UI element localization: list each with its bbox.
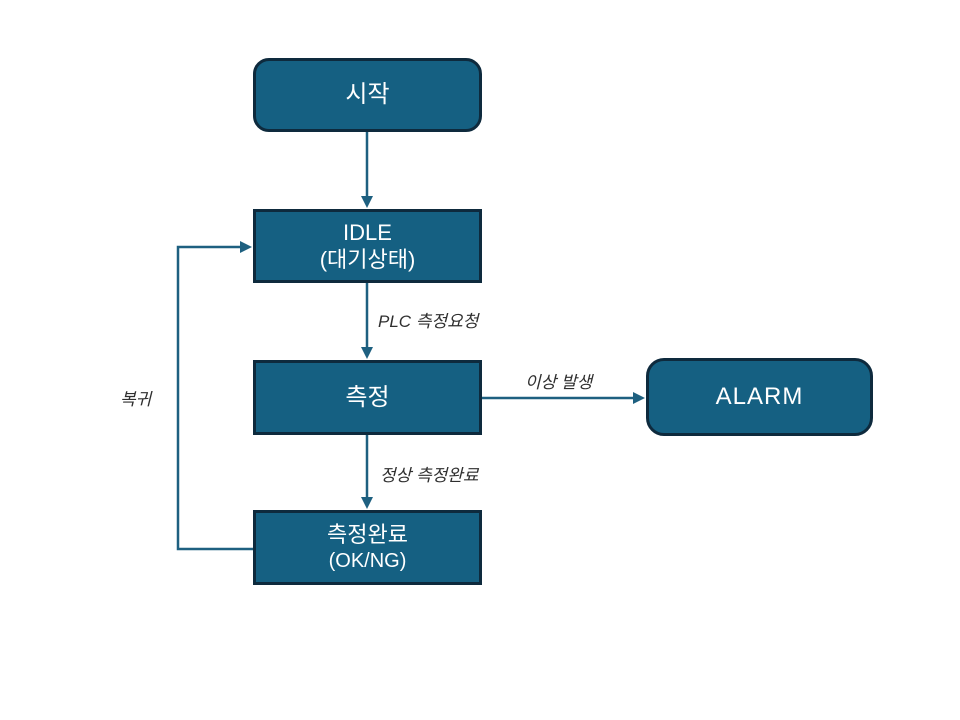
edge-label-normal-complete: 정상 측정완료 (380, 466, 479, 485)
node-done-label: 측정완료 (327, 522, 408, 548)
node-start-label: 시작 (345, 81, 390, 108)
node-alarm: ALARM (646, 358, 873, 436)
arrowhead-measure-to-alarm (633, 392, 645, 404)
node-start: 시작 (253, 58, 482, 132)
node-idle: IDLE (대기상태) (253, 209, 482, 283)
edge-label-plc-request: PLC 측정요청 (378, 312, 479, 331)
arrow-done-to-idle-loop (176, 245, 253, 551)
arrowhead-idle-to-measure (361, 347, 373, 359)
edge-label-error-occurred: 이상 발생 (525, 373, 593, 392)
node-done: 측정완료 (OK/NG) (253, 510, 482, 585)
node-measure-label: 측정 (345, 383, 390, 411)
node-alarm-label: ALARM (715, 383, 804, 410)
node-measure: 측정 (253, 360, 482, 435)
node-idle-sublabel: (대기상태) (319, 247, 416, 272)
edge-label-return: 복귀 (120, 390, 152, 409)
node-idle-label: IDLE (343, 219, 392, 245)
arrowhead-measure-to-done (361, 497, 373, 509)
node-done-sublabel: (OK/NG) (328, 549, 407, 572)
arrowhead-start-to-idle (361, 196, 373, 208)
arrowhead-done-to-idle-loop (240, 241, 252, 253)
